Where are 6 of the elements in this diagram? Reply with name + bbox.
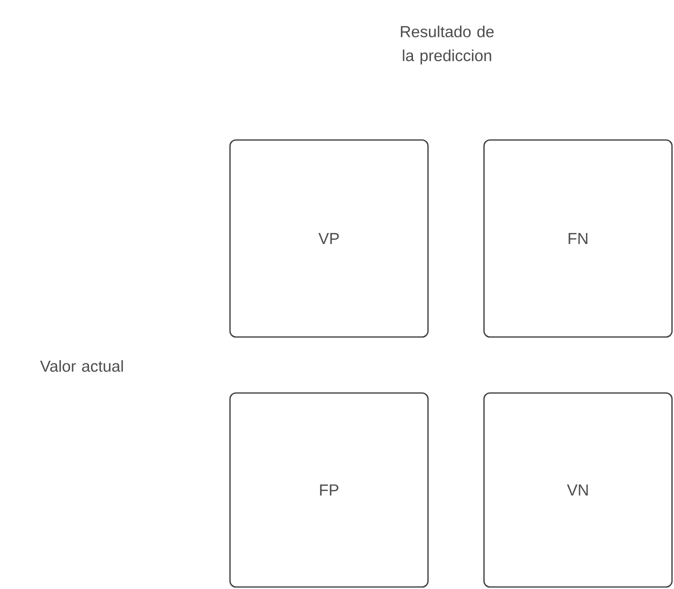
matrix-cell: FP xyxy=(229,392,429,588)
axis-label: Resultado de la prediccion xyxy=(400,26,494,64)
matrix-cell: VP xyxy=(229,139,429,338)
matrix-cell: FN xyxy=(483,139,673,338)
matrix-cell: VN xyxy=(483,392,673,588)
axis-label: Valor actual xyxy=(40,360,123,372)
